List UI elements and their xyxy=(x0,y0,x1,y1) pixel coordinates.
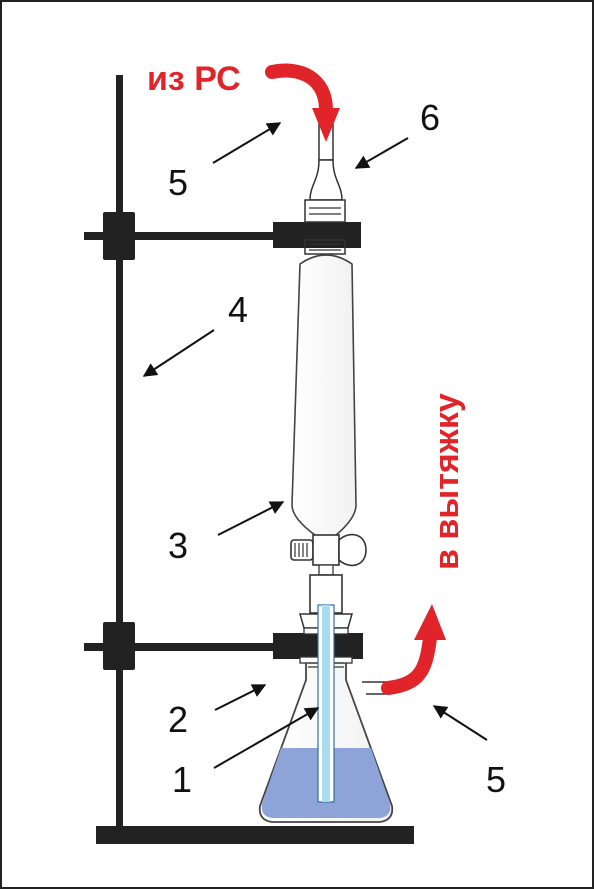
callout-3: 3 xyxy=(168,525,189,566)
pointer-arrow-5-bottom xyxy=(432,705,488,741)
callout-2: 2 xyxy=(168,699,189,740)
stand-rod xyxy=(116,75,123,835)
lower-clamp-arm xyxy=(84,643,278,651)
callout-1: 1 xyxy=(172,759,193,800)
inlet-flow-arrow xyxy=(265,63,333,117)
pointer-arrow-2 xyxy=(214,684,267,711)
funnel-stem-lower xyxy=(318,564,334,576)
stand-base xyxy=(96,826,414,844)
callout-4: 4 xyxy=(228,289,249,330)
upper-clamp-arm xyxy=(84,232,278,240)
gas-inlet-tube-core xyxy=(322,605,330,802)
callout-5-bottom: 5 xyxy=(486,759,507,800)
pointer-arrow-1 xyxy=(213,707,320,769)
pointer-arrow-5-top xyxy=(212,122,282,164)
outlet-label: в вытяжку xyxy=(428,393,466,570)
dropping-funnel-body xyxy=(291,254,357,546)
upper-stopper-hatching xyxy=(309,207,341,251)
upper-boss-head xyxy=(103,212,135,260)
upper-stopper xyxy=(304,199,346,223)
pointer-arrow-4 xyxy=(142,329,215,377)
stopcock-key xyxy=(338,533,367,567)
inlet-adapter xyxy=(309,159,343,201)
pointer-arrow-6 xyxy=(354,137,409,169)
stopcock-barrel xyxy=(312,534,340,566)
outlet-flow-arrow xyxy=(381,631,437,695)
outlet-flow-arrowhead xyxy=(414,604,446,640)
lower-boss-head xyxy=(103,622,135,670)
stopcock-handle-left xyxy=(290,539,314,561)
inlet-label: из РС xyxy=(147,60,241,98)
callout-5-top: 5 xyxy=(168,162,189,203)
pointer-arrow-3 xyxy=(217,501,285,536)
stopcock-grip-lines xyxy=(294,543,308,557)
callout-6: 6 xyxy=(420,97,441,138)
upper-stopper-lower xyxy=(304,239,346,255)
inlet-flow-arrowhead xyxy=(312,108,340,142)
